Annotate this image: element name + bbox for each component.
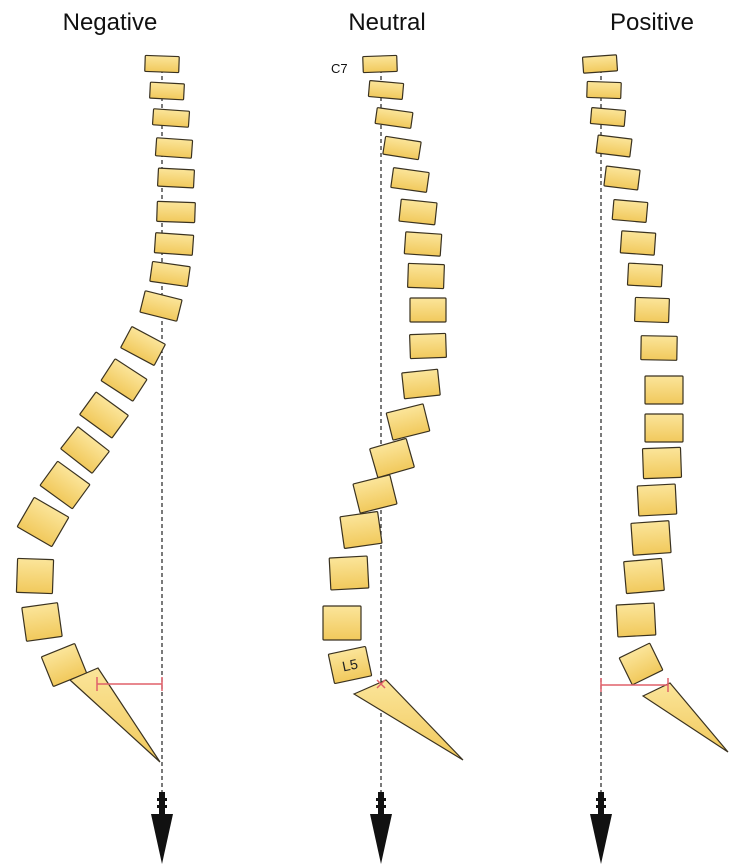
vertebra-l5: L5 bbox=[328, 646, 371, 683]
vertebra bbox=[22, 603, 62, 642]
plumb-bob-icon bbox=[590, 792, 612, 864]
plumb-bob-icon bbox=[370, 792, 392, 864]
vertebra bbox=[404, 232, 441, 256]
vertebra bbox=[587, 81, 622, 98]
sacrum bbox=[354, 680, 463, 760]
vertebra bbox=[410, 298, 446, 322]
vertebra bbox=[40, 461, 90, 509]
vertebra bbox=[642, 447, 681, 478]
panel-title-positive: Positive bbox=[610, 9, 694, 36]
vertebra bbox=[590, 108, 625, 127]
vertebra bbox=[155, 138, 192, 158]
vertebra bbox=[368, 81, 403, 100]
vertebra bbox=[61, 427, 110, 474]
sacrum bbox=[70, 668, 160, 762]
vertebra bbox=[157, 201, 196, 222]
vertebra bbox=[410, 333, 447, 358]
panel-title-neutral: Neutral bbox=[348, 9, 425, 36]
vertebra bbox=[383, 136, 421, 159]
vertebra bbox=[645, 414, 683, 442]
vertebra bbox=[596, 135, 632, 157]
vertebra bbox=[582, 55, 617, 73]
spine-negative bbox=[16, 55, 195, 762]
vertebra bbox=[158, 168, 195, 188]
vertebra bbox=[150, 82, 185, 100]
vertebra bbox=[363, 55, 398, 72]
panel-positive: Positive bbox=[582, 9, 728, 864]
vertebra bbox=[604, 166, 640, 190]
vertebra bbox=[152, 109, 189, 127]
vertebra bbox=[620, 231, 655, 255]
vertebra bbox=[627, 263, 662, 287]
vertebra bbox=[616, 603, 656, 637]
vertebra bbox=[154, 233, 193, 256]
spine-positive bbox=[582, 55, 728, 752]
vertebra bbox=[121, 326, 166, 365]
vertebra bbox=[612, 200, 648, 223]
vertebra bbox=[399, 199, 437, 225]
vertebra bbox=[631, 521, 671, 556]
panel-negative: Negative bbox=[16, 9, 195, 864]
vertebra bbox=[386, 404, 430, 440]
vertebra bbox=[101, 359, 147, 402]
vertebra bbox=[635, 297, 670, 322]
spine-neutral: L5 bbox=[323, 55, 463, 760]
vertebra bbox=[641, 336, 677, 361]
panel-neutral: Neutral C7 L5 bbox=[323, 9, 463, 864]
sacrum bbox=[643, 683, 728, 752]
plumb-bob-icon bbox=[151, 792, 173, 864]
vertebra bbox=[645, 376, 683, 404]
vertebra bbox=[624, 558, 665, 593]
c7-label: C7 bbox=[331, 61, 348, 76]
vertebra bbox=[408, 263, 445, 288]
vertebra bbox=[637, 484, 677, 516]
panel-title-negative: Negative bbox=[63, 9, 158, 36]
vertebra bbox=[150, 261, 190, 286]
vertebra bbox=[353, 475, 397, 513]
vertebra bbox=[370, 438, 415, 477]
vertebra bbox=[140, 291, 182, 322]
vertebra bbox=[16, 558, 53, 593]
vertebra bbox=[329, 556, 369, 590]
vertebra bbox=[619, 643, 663, 685]
vertebra bbox=[17, 497, 69, 546]
vertebra bbox=[80, 392, 129, 438]
vertebra bbox=[145, 55, 180, 72]
vertebra bbox=[391, 168, 429, 193]
vertebra bbox=[340, 512, 382, 549]
vertebra bbox=[402, 369, 441, 399]
vertebra bbox=[323, 606, 361, 640]
